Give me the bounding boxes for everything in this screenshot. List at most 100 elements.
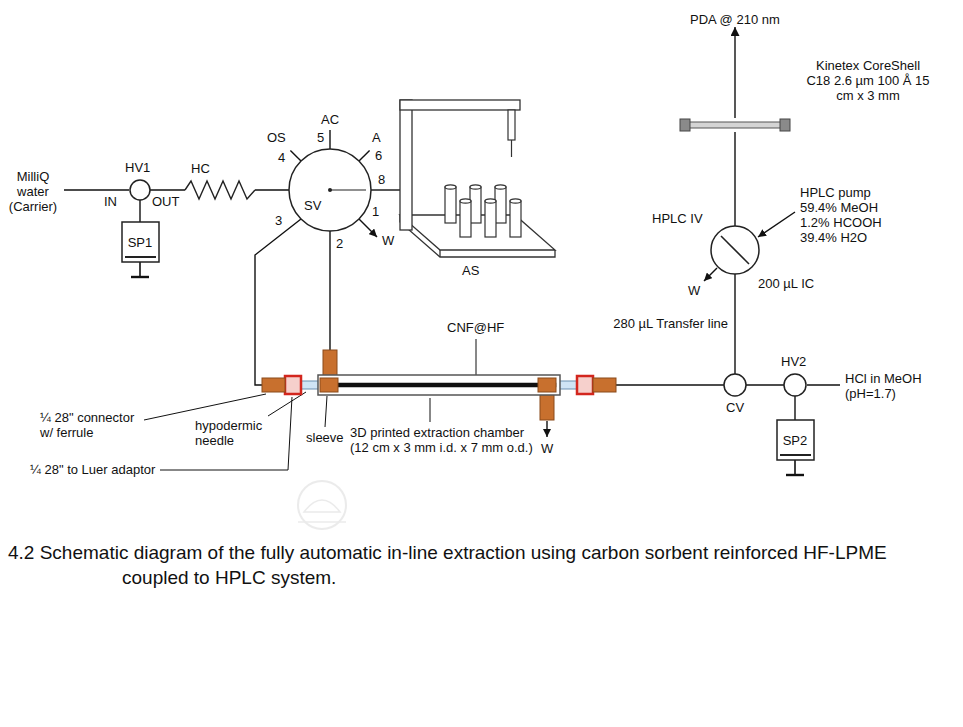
art-line bbox=[268, 392, 306, 416]
valve-hv1-outline bbox=[129, 179, 151, 201]
node-label: HV2 bbox=[781, 354, 806, 369]
selection-valve-part bbox=[328, 188, 332, 192]
tubing-line bbox=[746, 384, 784, 385]
art-line bbox=[359, 219, 377, 237]
pump-label: HPLC pump 59.4% MeOH 1.2% HCOOH 39.4% H2… bbox=[800, 185, 896, 245]
extraction-chamber: CNF@HF bbox=[262, 350, 616, 420]
tubing-line bbox=[139, 200, 140, 222]
port-label: IN bbox=[104, 194, 117, 209]
extraction-chamber-part bbox=[318, 375, 560, 395]
syringe-pump-part bbox=[777, 420, 814, 460]
node-label: Kinetex CoreShell C18 2.6 µm 100 Å 15 cm… bbox=[806, 58, 930, 103]
holding-coil: HC bbox=[185, 180, 255, 200]
injection-valve: HPLC IV bbox=[710, 225, 760, 275]
extraction-chamber-part bbox=[322, 383, 556, 387]
autosampler-part bbox=[485, 199, 496, 203]
loop-label: 200 µL IC bbox=[758, 276, 814, 291]
callout-label: ¼ 28" connector w/ ferrule bbox=[40, 410, 140, 440]
autosampler-part bbox=[400, 100, 412, 230]
art-line bbox=[139, 262, 141, 277]
valve-hv2-part bbox=[784, 374, 806, 396]
tubing-line bbox=[150, 189, 185, 190]
extraction-chamber-part bbox=[320, 378, 338, 392]
art-line bbox=[807, 384, 840, 385]
extraction-chamber-part bbox=[262, 378, 285, 392]
art-line bbox=[325, 396, 327, 427]
art-line bbox=[64, 189, 129, 190]
autosampler-part bbox=[470, 185, 481, 189]
node-label: PDA @ 210 nm bbox=[690, 12, 780, 27]
autosampler-part bbox=[511, 140, 512, 157]
art-line bbox=[430, 398, 431, 422]
art-line bbox=[794, 460, 796, 475]
hplc-column-part bbox=[680, 119, 690, 131]
tubing-line bbox=[255, 189, 289, 190]
extraction-chamber-part bbox=[300, 381, 320, 389]
art-line bbox=[359, 150, 370, 161]
node-label: AS bbox=[462, 263, 479, 278]
extraction-chamber-part bbox=[558, 381, 578, 389]
syringe-pump-part bbox=[780, 454, 811, 456]
tubing-line bbox=[255, 219, 301, 385]
art-line bbox=[329, 130, 330, 149]
art-line bbox=[290, 150, 301, 161]
art-line bbox=[758, 212, 795, 237]
autosampler-outline bbox=[400, 95, 555, 260]
node-label: HC bbox=[191, 161, 210, 176]
art-path bbox=[304, 500, 340, 512]
syringe-pump-part bbox=[125, 256, 156, 258]
tubing-line bbox=[734, 132, 735, 226]
selection-valve-outline bbox=[288, 148, 372, 232]
port-label: OUT bbox=[152, 194, 179, 209]
callout-label: ¼ 28" to Luer adaptor bbox=[30, 462, 155, 477]
syringe-pump: SP2 bbox=[777, 420, 814, 460]
port-number: 8 bbox=[378, 172, 385, 187]
extraction-chamber-part bbox=[538, 378, 556, 392]
waste-label: W bbox=[688, 283, 700, 298]
injection-valve-part bbox=[721, 236, 749, 264]
art-circle bbox=[298, 481, 346, 529]
autosampler-part bbox=[460, 201, 471, 237]
tubing-line bbox=[734, 27, 735, 118]
autosampler-part bbox=[510, 199, 521, 203]
port-label: A bbox=[372, 130, 381, 145]
art-g bbox=[298, 481, 346, 529]
connector-label: 280 µL Transfer line bbox=[600, 316, 728, 331]
hplc-column-part bbox=[688, 122, 782, 128]
extraction-chamber-part bbox=[540, 394, 554, 420]
node-label: CNF@HF bbox=[447, 320, 504, 335]
figure-caption: 4.2 Schematic diagram of the fully autom… bbox=[4, 540, 954, 590]
extraction-chamber-part bbox=[285, 376, 301, 394]
autosampler-part bbox=[510, 201, 521, 237]
node-label: SP2 bbox=[783, 433, 808, 448]
extraction-chamber-part bbox=[323, 350, 337, 376]
autosampler-part bbox=[445, 185, 456, 189]
selection-valve: SV bbox=[288, 148, 372, 232]
node-label: SV bbox=[304, 198, 321, 213]
art-line bbox=[704, 268, 717, 281]
tubing-line bbox=[734, 274, 735, 374]
extraction-chamber-part bbox=[593, 378, 616, 392]
waste-label: W bbox=[382, 233, 394, 248]
autosampler-part bbox=[400, 100, 520, 110]
art-path bbox=[298, 521, 346, 523]
valve-hv1-part bbox=[130, 180, 150, 200]
node-label: CV bbox=[726, 400, 744, 415]
inlet-label: HCl in MeOH (pH=1.7) bbox=[845, 371, 929, 401]
hplc-column-outline bbox=[680, 118, 790, 132]
art-polyline bbox=[160, 397, 292, 470]
selection-valve-part bbox=[330, 189, 366, 190]
autosampler-part bbox=[485, 201, 496, 237]
tubing-line bbox=[329, 231, 330, 350]
extraction-chamber-part bbox=[577, 376, 593, 394]
valve-cv-part bbox=[724, 374, 746, 396]
callout-label: 3D printed extraction chamber (12 cm x 3… bbox=[350, 425, 540, 455]
valve-cv: CV bbox=[723, 373, 747, 397]
syringe-pump: SP1 bbox=[122, 222, 159, 262]
tubing-line bbox=[794, 396, 795, 420]
callout-label: sleeve bbox=[306, 430, 344, 445]
autosampler-part bbox=[495, 185, 506, 189]
art-line bbox=[546, 421, 547, 437]
